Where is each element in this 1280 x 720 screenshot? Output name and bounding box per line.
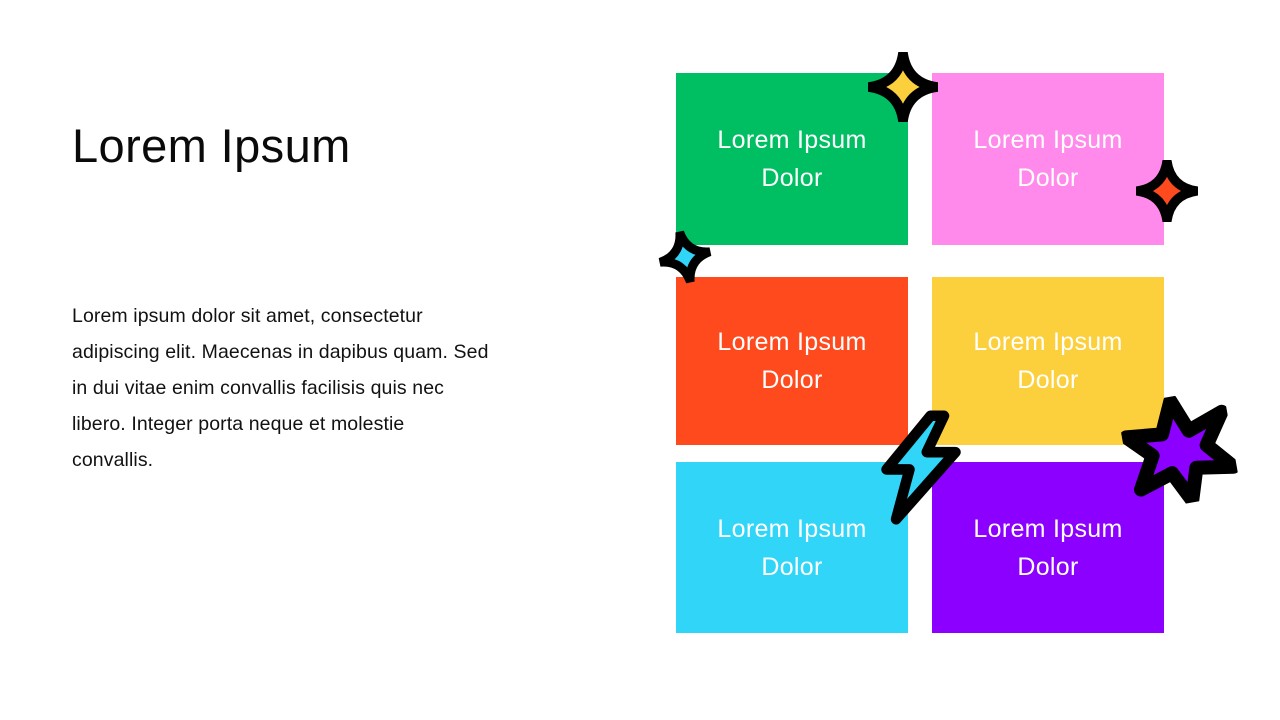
text-column: Lorem Ipsum Lorem ipsum dolor sit amet, … xyxy=(72,119,502,471)
card-label-line1: Lorem Ipsum xyxy=(973,328,1123,356)
card-label: Lorem Ipsum Dolor xyxy=(973,510,1122,586)
card-label-line1: Lorem Ipsum xyxy=(717,514,867,543)
page-title: Lorem Ipsum xyxy=(72,119,351,172)
card-green[interactable]: Lorem Ipsum Dolor xyxy=(676,73,908,245)
card-label-line2: Dolor xyxy=(761,366,823,394)
card-label: Lorem Ipsum Dolor xyxy=(973,323,1122,399)
card-label-line1: Lorem Ipsum xyxy=(717,328,867,356)
card-label: Lorem Ipsum Dolor xyxy=(717,323,866,399)
card-label: Lorem Ipsum Dolor xyxy=(717,121,866,197)
card-label-line2: Dolor xyxy=(761,552,823,581)
card-label-line2: Dolor xyxy=(1017,552,1079,581)
body-paragraph: Lorem ipsum dolor sit amet, consectetur … xyxy=(72,305,489,471)
card-label-line2: Dolor xyxy=(1017,366,1079,394)
card-label-line1: Lorem Ipsum xyxy=(717,126,867,154)
card-label: Lorem Ipsum Dolor xyxy=(717,510,866,586)
card-label-line2: Dolor xyxy=(1017,164,1079,192)
card-label-line2: Dolor xyxy=(761,164,823,192)
card-orange[interactable]: Lorem Ipsum Dolor xyxy=(676,277,908,445)
card-label-line1: Lorem Ipsum xyxy=(973,126,1123,154)
card-purple[interactable]: Lorem Ipsum Dolor xyxy=(932,462,1164,633)
card-label-line1: Lorem Ipsum xyxy=(973,514,1123,543)
card-yellow[interactable]: Lorem Ipsum Dolor xyxy=(932,277,1164,445)
card-label: Lorem Ipsum Dolor xyxy=(973,121,1122,197)
card-cyan[interactable]: Lorem Ipsum Dolor xyxy=(676,462,908,633)
card-pink[interactable]: Lorem Ipsum Dolor xyxy=(932,73,1164,245)
card-grid: Lorem Ipsum Dolor Lorem Ipsum Dolor Lore… xyxy=(676,73,1164,633)
